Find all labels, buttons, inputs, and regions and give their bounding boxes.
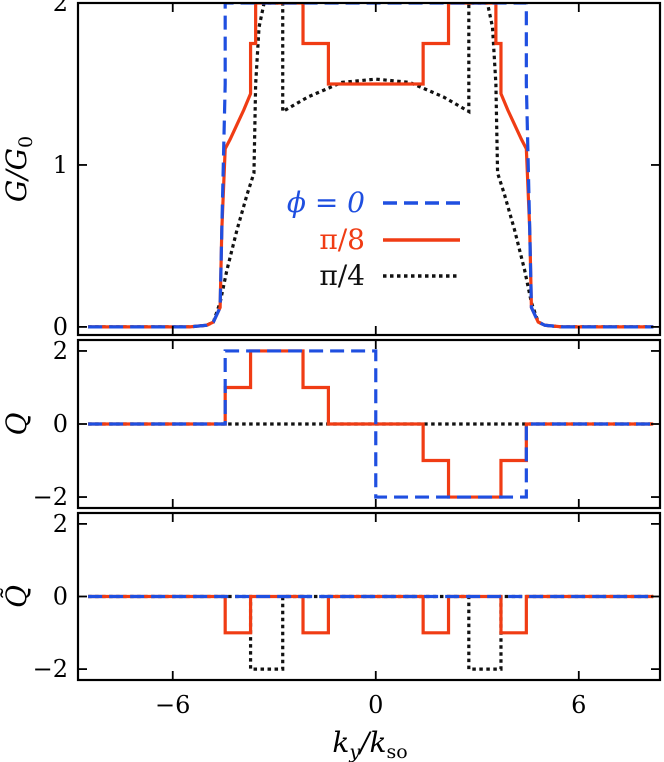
- y-axis-label: G/G0: [0, 136, 37, 202]
- legend-label: ϕ = 0: [287, 186, 365, 219]
- x-axis-label-text: ky/kso: [332, 726, 407, 762]
- y-tick-label: 0: [53, 583, 68, 611]
- y-tick-label: 1: [53, 151, 68, 179]
- legend-label: π/4: [319, 259, 365, 292]
- series-line-dashed: [88, 3, 654, 329]
- series-line-solid: [88, 3, 654, 329]
- y-tick-label: 0: [53, 313, 68, 341]
- panel-frame: [76, 1, 662, 337]
- series-line-dotted: [88, 3, 654, 329]
- y-tick-label: −2: [33, 655, 68, 683]
- y-tick-label: 2: [53, 0, 68, 17]
- y-tick-label: −2: [33, 483, 68, 511]
- x-tick-label: −6: [155, 691, 190, 719]
- y-tick-label: 2: [53, 337, 68, 365]
- legend: ϕ = 0 π/8π/4: [287, 186, 460, 292]
- y-axis-label: Q̃: [0, 585, 33, 608]
- y-axis-label: Q: [0, 412, 33, 435]
- series-line-dotted: [88, 594, 654, 671]
- y-tick-label: 0: [53, 410, 68, 438]
- series-group: [88, 349, 654, 499]
- series-line-solid: [88, 594, 654, 635]
- x-axis-label: −6 0 6 ky/kso: [155, 691, 586, 762]
- y-tick-label: 2: [53, 510, 68, 538]
- x-tick-label: 6: [571, 691, 586, 719]
- x-tick-label: 0: [368, 691, 383, 719]
- panel-2: −2 0 2Q: [0, 337, 662, 511]
- panel-3: −2 0 2Q̃: [0, 510, 662, 683]
- panel-1: 0 1 2G/G0: [0, 0, 662, 341]
- series-group: [88, 594, 654, 671]
- series-group: [88, 3, 654, 329]
- series-line-dashed: [88, 349, 654, 499]
- legend-label: π/8: [319, 223, 365, 256]
